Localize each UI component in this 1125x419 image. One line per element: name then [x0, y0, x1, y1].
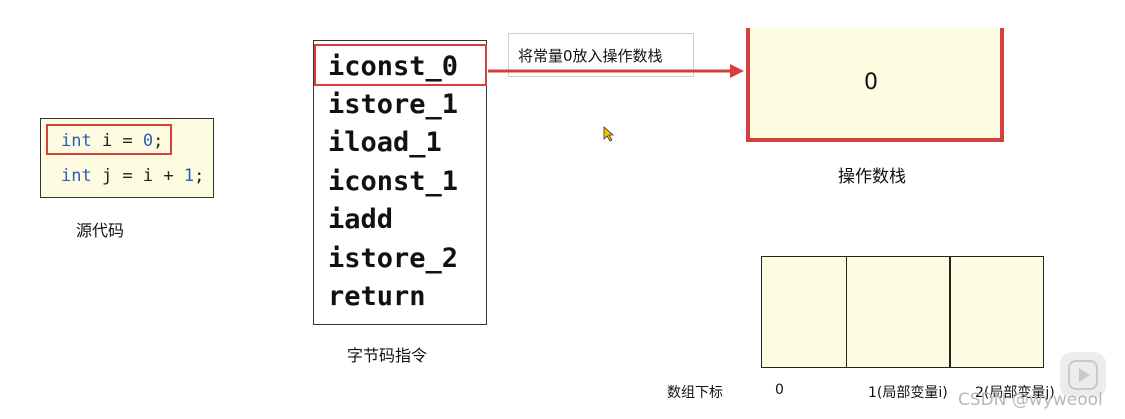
arrow-to-stack-icon [488, 64, 744, 78]
mouse-cursor-icon [603, 126, 615, 142]
instruction-istore-2: istore_2 [328, 243, 459, 274]
instruction-istore-1: istore_1 [328, 89, 459, 120]
instruction-return: return [328, 281, 426, 312]
code-line-int-j: int j = i + 1; [61, 166, 204, 186]
operand-stack-box [746, 28, 1004, 142]
keyword-int: int [61, 131, 92, 151]
array-index-0: 0 [775, 382, 784, 398]
code-text: i = [91, 131, 143, 151]
array-index-1: 1(局部变量i) [868, 385, 948, 401]
code-text: j = i + [91, 166, 184, 186]
operand-stack-label: 操作数栈 [838, 167, 906, 187]
instruction-iconst-0: iconst_0 [328, 51, 459, 82]
local-var-slot-2 [950, 256, 1044, 368]
literal-zero: 0 [142, 131, 154, 151]
code-line-int-i: int i = 0; [61, 131, 163, 151]
code-semicolon: ; [194, 166, 205, 186]
operand-stack-value: 0 [864, 70, 878, 95]
source-code-box: int i = 0; int j = i + 1; [40, 118, 214, 198]
instruction-highlight-frame [314, 44, 487, 86]
instruction-iadd: iadd [328, 204, 394, 235]
csdn-watermark: CSDN @wyweool [958, 390, 1103, 410]
array-index-2: 2(局部变量j) [975, 385, 1055, 401]
code-highlight-frame [46, 124, 172, 155]
local-var-slot-0 [761, 256, 847, 368]
array-index-title: 数组下标 [667, 385, 723, 401]
literal-one: 1 [183, 166, 195, 186]
code-semicolon: ; [153, 131, 164, 151]
local-var-slot-1 [846, 256, 951, 368]
callout-text: 将常量0放入操作数栈 [518, 47, 663, 65]
keyword-int: int [61, 166, 92, 186]
video-play-icon[interactable] [1060, 352, 1106, 398]
local-var-divider [949, 256, 951, 368]
instruction-iload-1: iload_1 [328, 127, 442, 158]
instruction-iconst-1: iconst_1 [328, 166, 459, 197]
bytecode-box: iconst_0 istore_1 iload_1 iconst_1 iadd … [313, 40, 487, 325]
bytecode-label: 字节码指令 [347, 346, 428, 365]
source-code-label: 源代码 [76, 221, 125, 240]
